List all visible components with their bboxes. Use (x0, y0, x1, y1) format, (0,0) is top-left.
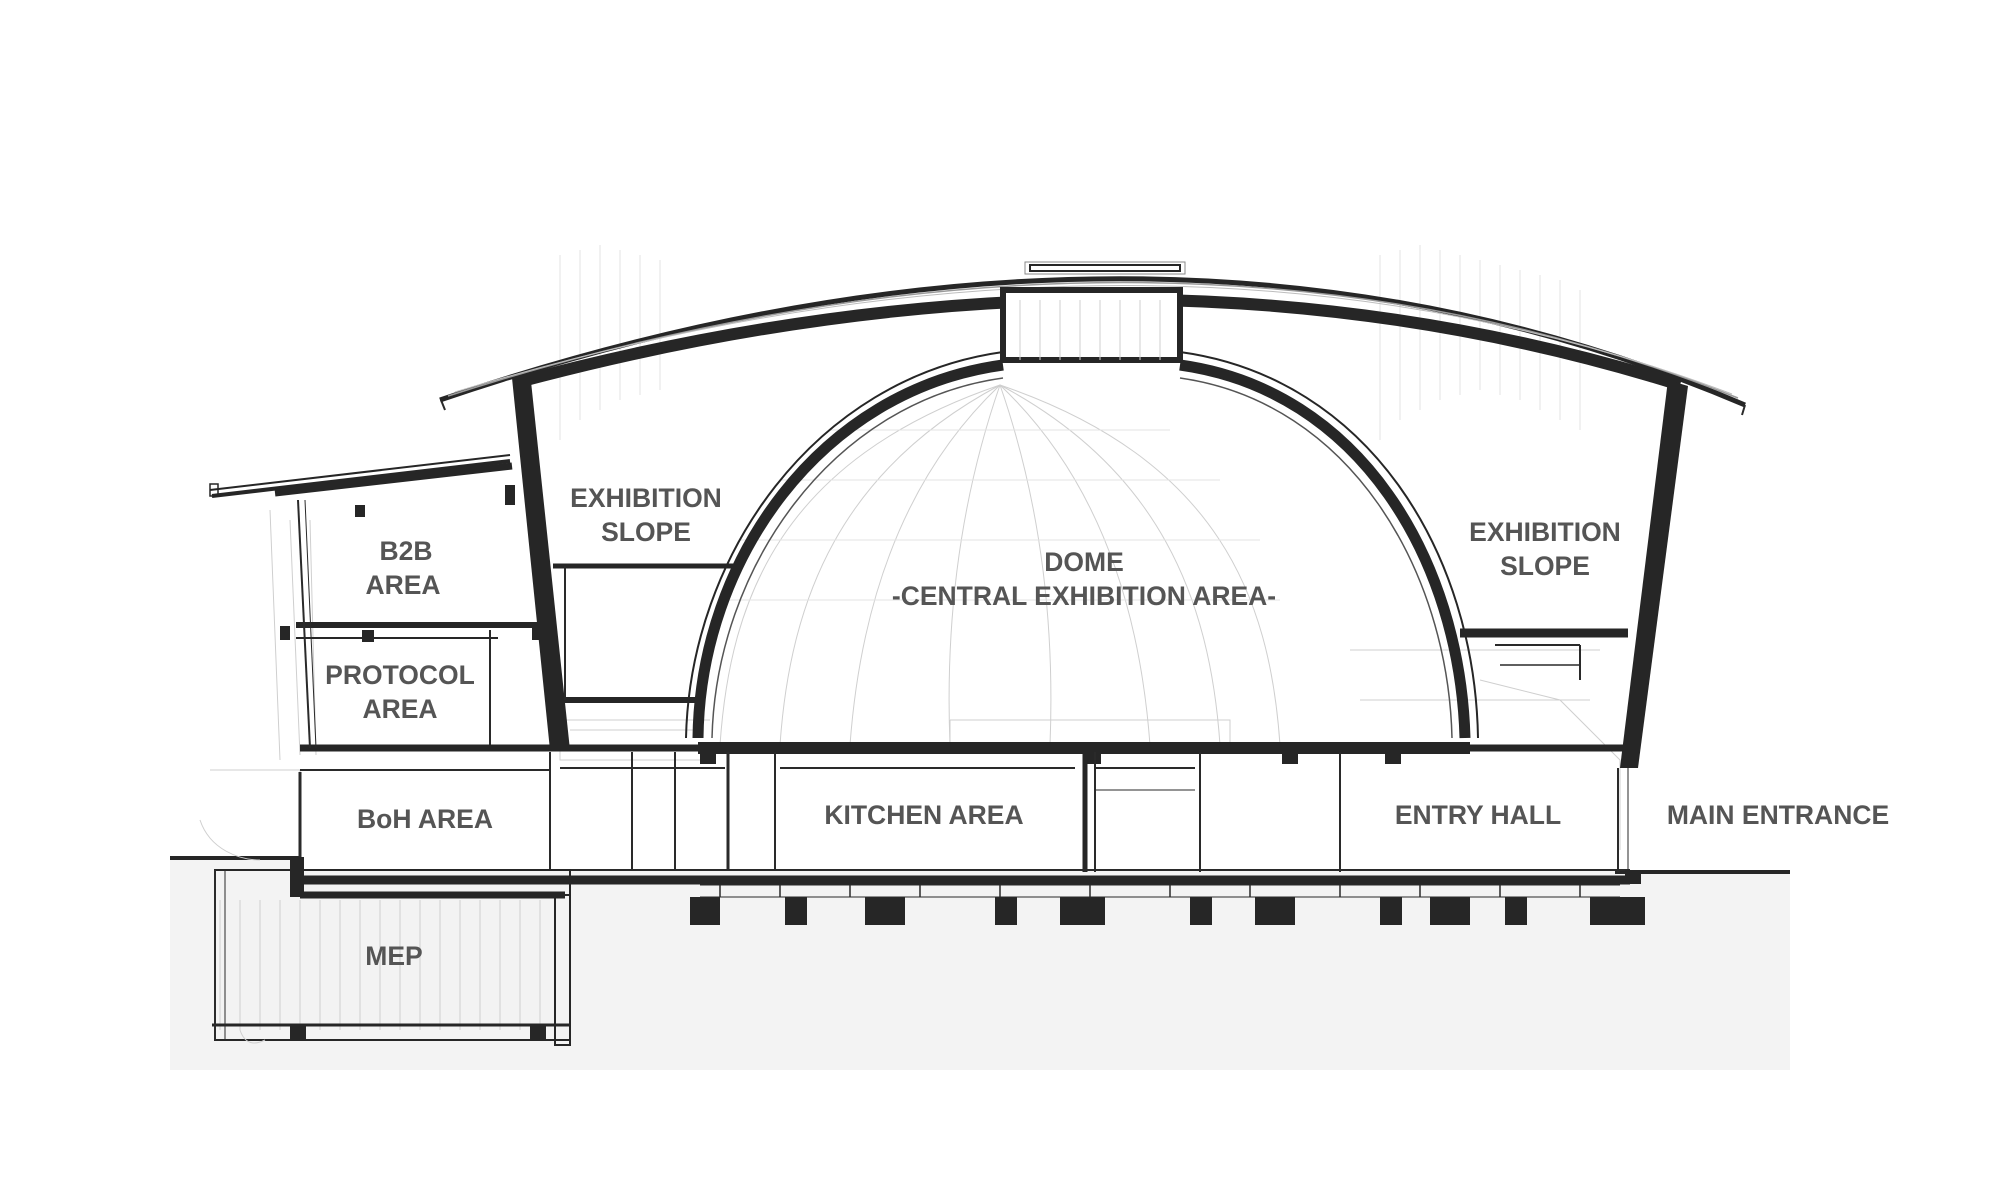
ground-floor-structure (298, 752, 1629, 872)
label-exhibition-slope-right-line2: SLOPE (1500, 551, 1590, 581)
annex-roof (209, 454, 515, 517)
main-walls (512, 372, 1688, 768)
label-mep: MEP (365, 941, 422, 971)
dome-floor-slab (550, 742, 1640, 764)
foundation (290, 857, 1645, 925)
label-exhibition-slope-left-line1: EXHIBITION (570, 483, 722, 513)
room-labels: EXHIBITION SLOPE EXHIBITION SLOPE DOME -… (325, 483, 1889, 971)
label-b2b-line1: B2B (379, 536, 432, 566)
label-dome-line1: DOME (1044, 547, 1124, 577)
label-entry-hall: ENTRY HALL (1395, 800, 1561, 830)
label-main-entrance: MAIN ENTRANCE (1667, 800, 1889, 830)
inner-dome (685, 351, 1479, 739)
mep-basement (212, 869, 571, 1046)
label-protocol-line2: AREA (362, 694, 437, 724)
label-exhibition-slope-left-line2: SLOPE (601, 517, 691, 547)
label-exhibition-slope-right-line1: EXHIBITION (1469, 517, 1621, 547)
label-kitchen-area: KITCHEN AREA (824, 800, 1023, 830)
label-dome-line2: -CENTRAL EXHIBITION AREA- (892, 581, 1276, 611)
label-protocol-line1: PROTOCOL (325, 660, 475, 690)
mezzanine-floors (553, 563, 1628, 703)
label-boh-area: BoH AREA (357, 804, 493, 834)
label-b2b-line2: AREA (365, 570, 440, 600)
footings (690, 897, 1645, 925)
oculus-box (1000, 287, 1183, 363)
annex-floors (280, 499, 552, 771)
